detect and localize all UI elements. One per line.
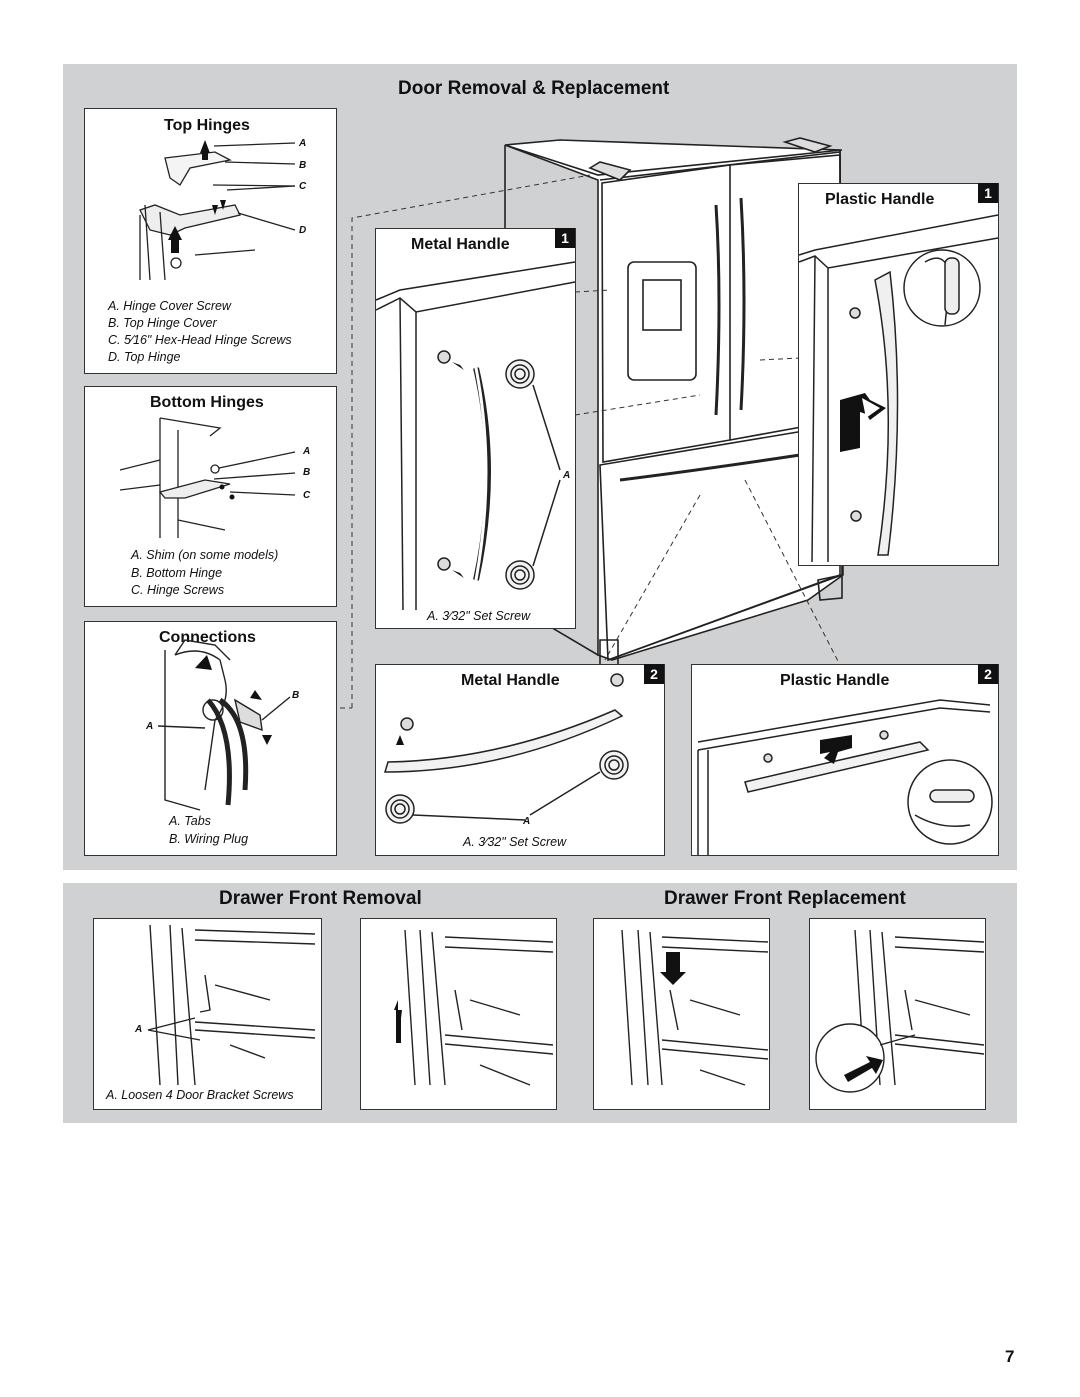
plastic-handle-2-title: Plastic Handle: [780, 672, 890, 689]
connections-label-a: A: [146, 721, 154, 732]
metal-handle-1-label-a: A: [563, 470, 571, 481]
connections-legend-a: A. Tabs: [169, 814, 211, 828]
top-hinges-legend-d: D. Top Hinge: [108, 350, 181, 364]
drawer-removal-step-1-box: [93, 918, 322, 1110]
plastic-handle-2-step-badge: 2: [978, 664, 998, 684]
bottom-hinges-box: [84, 386, 337, 607]
top-hinges-legend-a: A. Hinge Cover Screw: [108, 299, 231, 313]
metal-handle-2-step-badge: 2: [644, 664, 664, 684]
metal-handle-2-label-a: A: [523, 816, 531, 827]
bottom-hinges-label-a: A: [303, 446, 311, 457]
door-removal-title: Door Removal & Replacement: [398, 78, 670, 99]
metal-handle-1-step-badge: 1: [555, 228, 575, 248]
metal-handle-1-box: [375, 228, 576, 629]
metal-handle-1-legend: A. 3⁄32" Set Screw: [427, 609, 531, 623]
drawer-removal-legend: A. Loosen 4 Door Bracket Screws: [106, 1088, 294, 1102]
connections-legend-b: B. Wiring Plug: [169, 832, 249, 846]
bottom-hinges-label-b: B: [303, 467, 311, 478]
metal-handle-1-title: Metal Handle: [411, 236, 510, 253]
metal-handle-2-legend: A. 3⁄32" Set Screw: [463, 835, 567, 849]
metal-handle-2-title: Metal Handle: [461, 672, 560, 689]
drawer-removal-title: Drawer Front Removal: [219, 888, 422, 909]
connections-box: [84, 621, 337, 856]
top-hinges-title: Top Hinges: [164, 117, 250, 134]
top-hinges-legend-c: C. 5⁄16" Hex-Head Hinge Screws: [108, 333, 292, 347]
connections-label-b: B: [292, 690, 300, 701]
top-hinges-label-b: B: [299, 160, 307, 171]
top-hinges-label-c: C: [299, 181, 307, 192]
bottom-hinges-title: Bottom Hinges: [150, 394, 264, 411]
bottom-hinges-legend-a: A. Shim (on some models): [131, 548, 279, 562]
drawer-replacement-step-1-box: [593, 918, 770, 1110]
page-number: 7: [1005, 1347, 1015, 1366]
top-hinges-legend-b: B. Top Hinge Cover: [108, 316, 217, 330]
drawer-removal-label-a: A: [135, 1024, 143, 1035]
bottom-hinges-legend-c: C. Hinge Screws: [131, 583, 225, 597]
plastic-handle-1-step-badge: 1: [978, 183, 998, 203]
top-hinges-label-d: D: [299, 225, 307, 236]
drawer-replacement-title: Drawer Front Replacement: [664, 888, 906, 909]
plastic-handle-1-title: Plastic Handle: [825, 191, 935, 208]
bottom-hinges-legend-b: B. Bottom Hinge: [131, 566, 223, 580]
bottom-hinges-label-c: C: [303, 490, 311, 501]
top-hinges-label-a: A: [299, 138, 307, 149]
